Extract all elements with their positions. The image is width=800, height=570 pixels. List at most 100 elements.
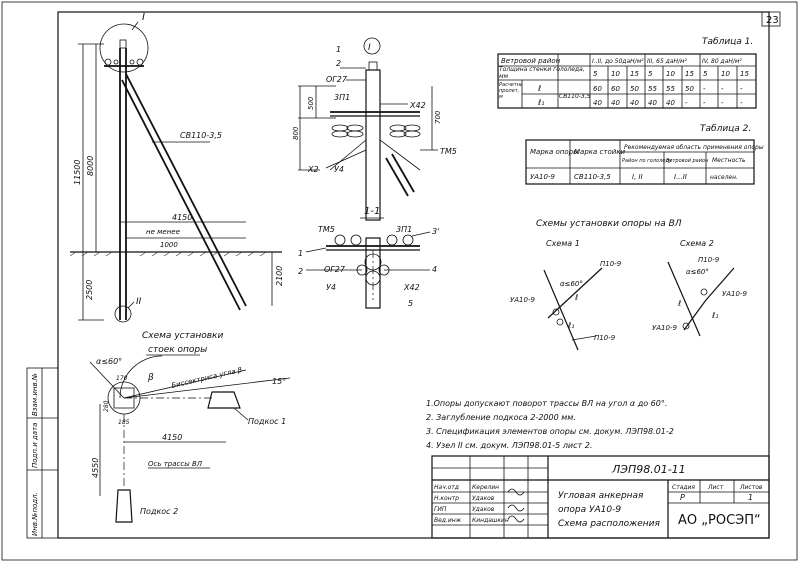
dim-below: 2500 [85, 280, 94, 300]
min-label: не менее [146, 228, 180, 236]
table1-l1-cell-0: 40 [593, 99, 602, 107]
section-1-1-view: 1-1 ТМ5 1 2 ОГ27 У4 3П1 3' 4 Х42 5 [298, 206, 439, 309]
table2-col3: Рекомендуемая область применения опоры [624, 144, 764, 151]
tb-sheet-h: Лист [707, 484, 724, 491]
table1-l1-cell-5: - [685, 99, 688, 107]
note-2: 2. Заглубление подкоса 2-2000 мм. [426, 413, 576, 422]
table1-ice-cell-2: 15 [630, 70, 639, 78]
table1-ice-label-box: Толщина стенки гололеда, мм [499, 66, 585, 80]
node-label-zp1: 3П1 [334, 93, 350, 102]
section-label-2: 2 [298, 267, 303, 276]
table1-row-l: ℓ [537, 84, 541, 93]
table2-col1: Марка опоры [530, 148, 579, 156]
table1-l-cell-5: 50 [685, 85, 694, 93]
table1-l-cell-3: 55 [648, 85, 657, 93]
install-dim-4150: 4150 [162, 433, 182, 442]
node-ii-marker: II [136, 297, 142, 307]
tb-sheets-h: Листов [739, 484, 763, 491]
strut2-shape [115, 489, 133, 523]
tb-role-3: Вед.инж [434, 517, 462, 524]
table1-l1-cell-4: 40 [666, 99, 675, 107]
table1-l-cell-4: 55 [666, 85, 675, 93]
table2-r2: I, II [632, 173, 643, 181]
table2-sub1: Район по гололеду [622, 158, 673, 164]
signature-2 [507, 504, 525, 512]
scheme2-l1: ℓ₁ [711, 311, 719, 320]
tb-name-line1: Угловая анкерная [558, 491, 644, 501]
title-block: ЛЭП98.01-11 Нач.отд Керелин Н.контр Удак… [431, 455, 770, 539]
table1-l1-cell-6: - [703, 99, 706, 107]
tb-sheets: 1 [748, 493, 753, 502]
section-title: 1-1 [364, 206, 380, 217]
install-angle: α≤60° [96, 357, 122, 366]
node-i-view: I 1 2 ОГ27 3П1 Х42 ТМ5 Х2 У4 [292, 37, 457, 221]
table2-sub2: Ветровой район [666, 158, 709, 164]
table1-h2: III, 65 даН/м² [647, 58, 688, 65]
strut-line-b [121, 79, 241, 311]
scheme1-angle: α≤60° [560, 280, 583, 288]
table1-span-label-box: Расчетный пролет, м [499, 82, 522, 100]
table1-ice-cell-3: 5 [648, 70, 653, 78]
tb-code: ЛЭП98.01-11 [611, 463, 686, 476]
table1-post: СВ110-3,5 [559, 93, 591, 100]
strut-line-a [125, 73, 247, 307]
install-dim-185: 185 [118, 419, 130, 426]
table1-span-label: Расчетный пролет, м [499, 82, 522, 100]
note-3: 3. Спецификация элементов опоры см. доку… [426, 427, 674, 436]
node-dim-700: 700 [434, 110, 442, 124]
install-dim-4550: 4550 [91, 458, 100, 478]
tb-stage-h: Стадия [672, 484, 695, 491]
tb-role-1: Н.контр [434, 495, 459, 502]
node-label-x2: Х2 [307, 165, 319, 174]
node-insulators [331, 124, 421, 138]
scheme1-line-b [547, 267, 603, 319]
pole-side-view: I СВ110-3,5 II [69, 12, 284, 323]
node-label-og27: ОГ27 [326, 75, 348, 84]
table1-ice-cell-0: 5 [593, 70, 598, 78]
table1-l1-cell-1: 40 [611, 99, 620, 107]
scheme1-ua10: УА10-9 [510, 296, 535, 304]
table1-l-cell-8: - [740, 85, 743, 93]
scheme2-line-a [667, 261, 701, 337]
note-1: 1.Опоры допускают поворот трассы ВЛ на у… [426, 399, 667, 408]
scheme2-line-b [705, 267, 735, 301]
scheme1-title: Схема 1 [546, 239, 580, 248]
outer-frame [1, 1, 798, 561]
section-label-3: 3' [432, 227, 439, 236]
node-i-callout-circle [99, 23, 149, 73]
install-arc [119, 355, 163, 399]
section-label-5: 5 [408, 299, 413, 308]
tb-role-2: ГИП [434, 506, 447, 513]
table1-ice-cell-7: 10 [721, 70, 730, 78]
node-dim-500: 500 [307, 96, 315, 110]
node-dim-800: 800 [292, 126, 300, 140]
dim-total: 11500 [73, 160, 82, 185]
signature-1 [507, 488, 525, 496]
tb-org: АО „РОСЭП“ [678, 513, 761, 528]
node-label-2: 2 [336, 59, 341, 68]
table2-title: Таблица 2. [700, 124, 751, 134]
node-i-view-marker: I [368, 43, 371, 53]
table1-l-cell-0: 60 [593, 85, 602, 93]
scheme1-p10-bottom: П10-9 [594, 334, 616, 342]
table1-l1-cell-2: 40 [630, 99, 639, 107]
table2-sub3: Местность [712, 157, 746, 164]
strut1-shape [207, 391, 241, 409]
install-angle15: 15° [272, 377, 286, 386]
table1-ice-cell-6: 5 [703, 70, 708, 78]
install-scheme: Схема установки стоек опоры α≤60° β Бисс… [89, 331, 291, 523]
node-label-x42: Х42 [409, 101, 426, 110]
tb-name-1: Удаков [472, 495, 495, 502]
tb-name-3: Киндашкин [472, 517, 509, 524]
scheme1-line-a [543, 269, 579, 351]
inner-frame [57, 11, 770, 539]
section-label-x42: Х42 [403, 283, 420, 292]
install-axis-label: Ось трассы ВЛ [148, 460, 203, 468]
strut1-label: Подкос 1 [248, 417, 286, 426]
section-label-u4: У4 [326, 283, 336, 292]
table1-l1-cell-7: - [721, 99, 724, 107]
